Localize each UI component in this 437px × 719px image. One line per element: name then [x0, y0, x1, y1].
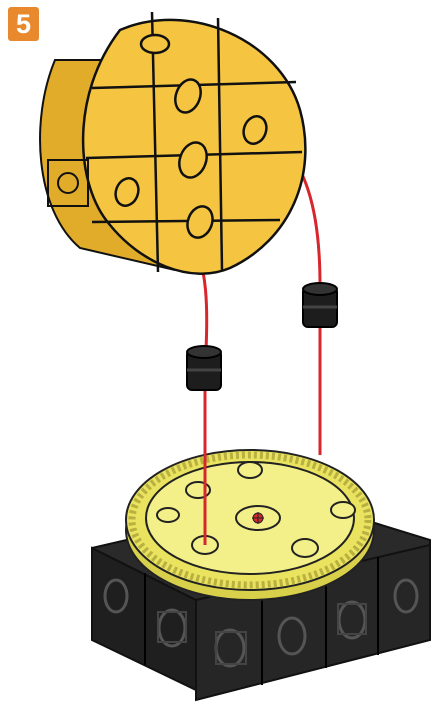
yellow-gear-wheel [126, 450, 374, 600]
step-number-badge: 5 [8, 7, 39, 41]
yellow-round-block [40, 12, 305, 274]
black-connector-right [303, 283, 337, 327]
black-connector-left [187, 346, 221, 390]
